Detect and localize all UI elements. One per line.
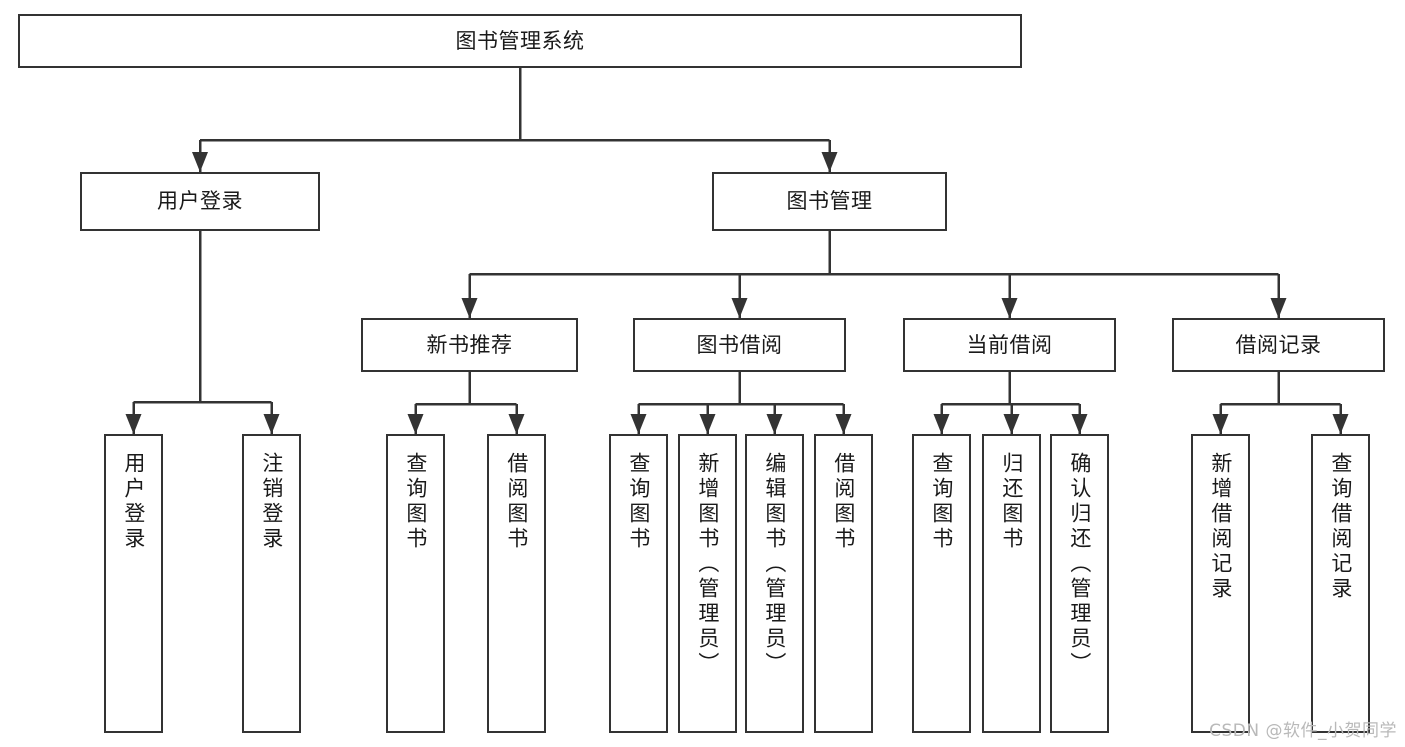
node-leaf-borrow-book-2[interactable]: 借阅图书 [814,434,873,733]
arrow-head-leaf-confirm-return [1071,414,1088,434]
node-root[interactable]: 图书管理系统 [18,14,1022,68]
arrow-head-borrow-record [1270,298,1287,318]
arrow-head-leaf-return-book [1003,414,1020,434]
node-user-login[interactable]: 用户登录 [80,172,320,231]
node-leaf-query-record[interactable]: 查询借阅记录 [1311,434,1370,733]
node-label: 查询图书 [403,452,428,552]
node-leaf-edit-book[interactable]: 编辑图书（管理员） [745,434,804,733]
node-label: 用户登录 [121,452,146,552]
node-label: 图书管理系统 [455,28,585,53]
node-label: 用户登录 [157,189,243,214]
arrow-head-leaf-add-book [699,414,716,434]
arrow-head-book-manage [821,152,838,172]
node-borrow-record[interactable]: 借阅记录 [1172,318,1385,372]
arrow-head-user-login [192,152,208,172]
arrow-head-leaf-edit-book [766,414,783,434]
node-label: 查询图书 [929,452,954,552]
node-current-borrow[interactable]: 当前借阅 [903,318,1116,372]
node-leaf-add-record[interactable]: 新增借阅记录 [1191,434,1250,733]
arrow-head-leaf-user-logout [263,414,280,434]
node-label: 确认归还（管理员） [1067,452,1092,677]
node-leaf-query-book-3[interactable]: 查询图书 [912,434,971,733]
node-label: 图书管理 [786,189,873,214]
arrow-head-leaf-query-book-3 [933,414,950,434]
node-leaf-query-book-2[interactable]: 查询图书 [609,434,668,733]
arrow-head-leaf-query-book-1 [407,414,424,434]
node-label: 借阅记录 [1235,332,1322,357]
node-label: 注销登录 [259,452,284,552]
node-leaf-user-logout[interactable]: 注销登录 [242,434,301,733]
arrow-head-current-borrow [1001,298,1018,318]
node-label: 新书推荐 [426,332,513,357]
arrow-head-leaf-user-login [125,414,142,434]
node-label: 图书借阅 [696,332,783,357]
arrow-head-leaf-query-record [1332,414,1349,434]
arrow-head-leaf-borrow-book-2 [835,414,852,434]
arrow-head-leaf-query-book-2 [630,414,647,434]
node-new-book-rec[interactable]: 新书推荐 [361,318,578,372]
node-leaf-return-book[interactable]: 归还图书 [982,434,1041,733]
node-label: 新增借阅记录 [1208,452,1233,602]
node-leaf-confirm-return[interactable]: 确认归还（管理员） [1050,434,1109,733]
node-label: 新增图书（管理员） [695,452,720,677]
node-label: 查询图书 [626,452,651,552]
node-leaf-add-book[interactable]: 新增图书（管理员） [678,434,737,733]
node-leaf-borrow-book-1[interactable]: 借阅图书 [487,434,546,733]
node-label: 编辑图书（管理员） [762,452,787,677]
node-label: 当前借阅 [966,332,1053,357]
arrow-head-leaf-add-record [1212,414,1229,434]
node-leaf-query-book-1[interactable]: 查询图书 [386,434,445,733]
arrow-head-book-borrow [731,298,748,318]
node-label: 归还图书 [999,452,1024,552]
node-book-borrow[interactable]: 图书借阅 [633,318,846,372]
node-label: 借阅图书 [504,452,529,552]
node-book-manage[interactable]: 图书管理 [712,172,947,231]
node-label: 查询借阅记录 [1328,452,1353,602]
node-leaf-user-login[interactable]: 用户登录 [104,434,163,733]
node-label: 借阅图书 [831,452,856,552]
arrow-head-new-book-rec [461,298,478,318]
arrow-head-leaf-borrow-book-1 [508,414,525,434]
